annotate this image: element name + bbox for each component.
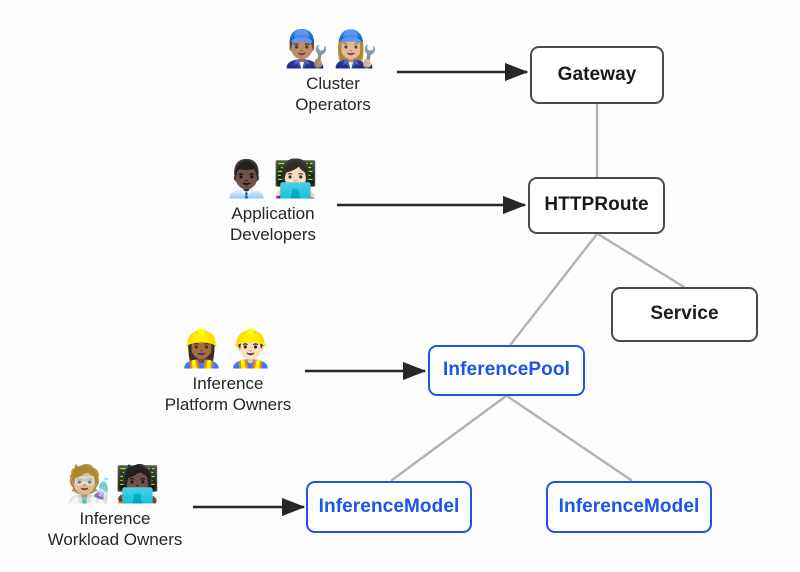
node-service[interactable]: Service [611, 287, 758, 342]
persona-inference-platform-owners-label: Inference Platform Owners [164, 374, 292, 414]
node-inferencepool-label: InferencePool [443, 359, 570, 381]
node-httproute[interactable]: HTTPRoute [528, 177, 665, 234]
edge-inferencepool-inferencemodel-left [390, 394, 508, 482]
edge-inferencepool-inferencemodel-right [505, 394, 633, 482]
node-gateway[interactable]: Gateway [530, 46, 664, 104]
persona-application-developers-label: Application Developers [230, 204, 316, 244]
node-httproute-label: HTTPRoute [544, 194, 649, 216]
persona-cluster-operators: 👨🏽‍🔧👩🏼‍🔧 Cluster Operators [218, 28, 448, 115]
persona-cluster-operators-label: Cluster Operators [295, 74, 371, 114]
node-service-label: Service [650, 303, 719, 325]
persona-cluster-operators-icons: 👨🏽‍🔧👩🏼‍🔧 [284, 29, 382, 70]
edge-httproute-inferencepool [509, 232, 599, 346]
persona-application-developers: 👨🏿‍💼👩🏻‍💻 Application Developers [158, 158, 388, 245]
node-inferencemodel-left-label: InferenceModel [318, 495, 460, 517]
node-gateway-label: Gateway [557, 63, 637, 85]
persona-inference-workload-owners-label: Inference Workload Owners [47, 509, 183, 549]
node-inferencepool[interactable]: InferencePool [428, 345, 585, 396]
edge-httproute-service [596, 232, 686, 289]
persona-inference-workload-owners-icons: 🧑🏼‍🔬🧑🏿‍💻 [66, 464, 164, 505]
persona-inference-platform-owners-icons: 👷🏾‍♀️👷🏻‍♂️ [179, 329, 277, 370]
persona-application-developers-icons: 👨🏿‍💼👩🏻‍💻 [224, 159, 322, 200]
persona-inference-workload-owners: 🧑🏼‍🔬🧑🏿‍💻 Inference Workload Owners [0, 463, 230, 550]
node-inferencemodel-right-label: InferenceModel [558, 495, 700, 517]
node-inferencemodel-left[interactable]: InferenceModel [306, 481, 472, 533]
persona-inference-platform-owners: 👷🏾‍♀️👷🏻‍♂️ Inference Platform Owners [113, 328, 343, 415]
node-inferencemodel-right[interactable]: InferenceModel [546, 481, 712, 533]
